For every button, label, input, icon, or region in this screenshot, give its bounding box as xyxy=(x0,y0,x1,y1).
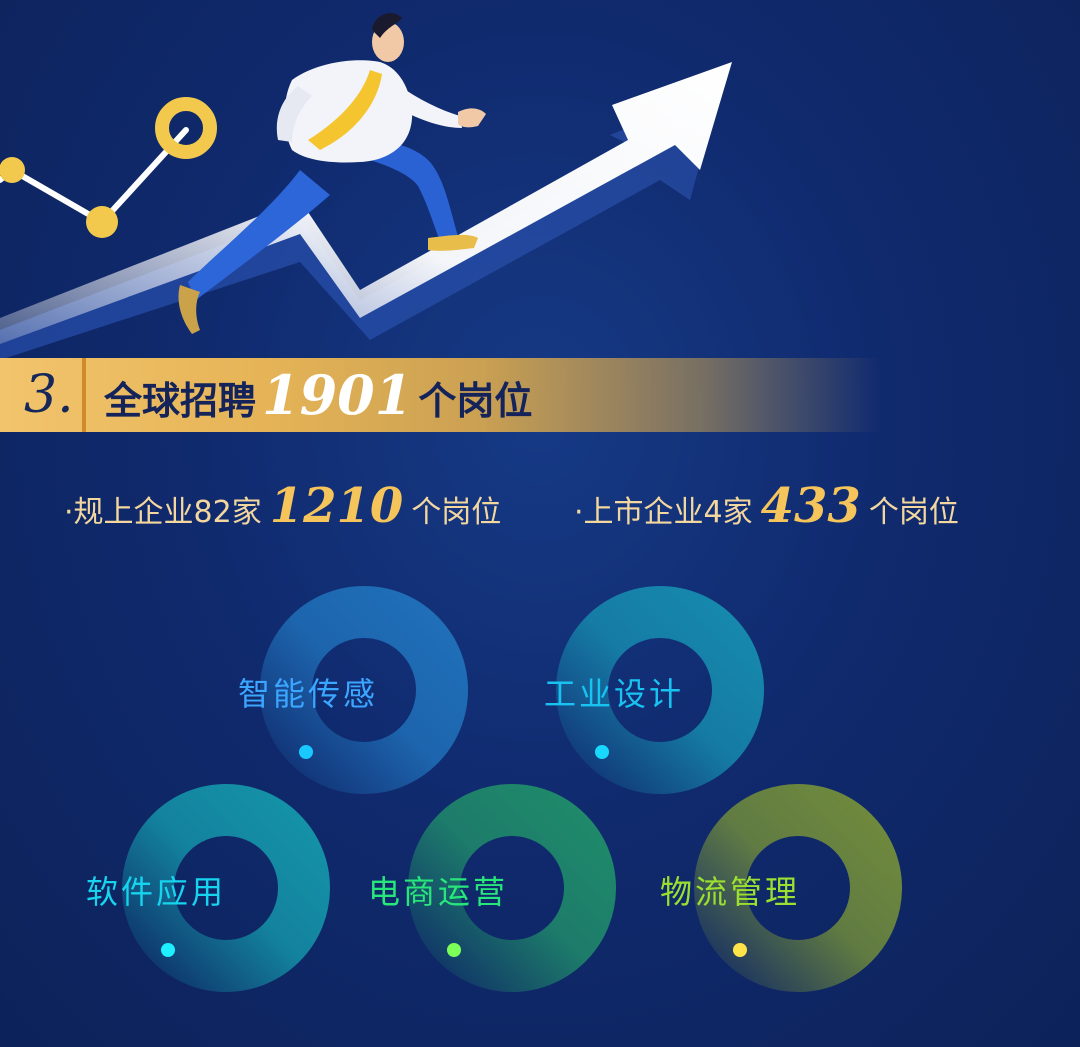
ring-dot-icon xyxy=(733,943,747,957)
line-graph-icon xyxy=(0,127,189,226)
ring-label-smart-sensing: 智能传感 xyxy=(238,675,379,713)
stat-prefix: ·规上企业82家 xyxy=(64,495,262,530)
stat-number: 433 xyxy=(760,478,861,534)
category-ring xyxy=(260,586,468,794)
category-ring xyxy=(122,784,330,992)
hero-illustration xyxy=(0,13,732,360)
graph-dot-icon xyxy=(86,206,118,238)
category-ring xyxy=(408,784,616,992)
ring-label-logistics-management: 物流管理 xyxy=(660,873,801,911)
category-rings xyxy=(122,586,902,992)
title-prefix: 全球招聘 xyxy=(104,379,257,423)
growth-arrow-icon xyxy=(0,62,732,344)
ring-dot-icon xyxy=(299,745,313,759)
ring-label-ecommerce-operation: 电商运营 xyxy=(368,873,509,911)
stat-suffix: 个岗位 xyxy=(868,495,959,530)
ring-label-software-application: 软件应用 xyxy=(86,873,227,911)
graph-ring-icon xyxy=(155,97,217,159)
section-number: 3. xyxy=(24,365,74,425)
graph-dot-icon xyxy=(0,157,25,183)
ring-dot-icon xyxy=(447,943,461,957)
stat-prefix: ·上市企业4家 xyxy=(574,495,753,530)
category-ring xyxy=(694,784,902,992)
ring-dot-icon xyxy=(161,943,175,957)
ring-label-industrial-design: 工业设计 xyxy=(544,675,685,713)
banner-divider xyxy=(82,358,86,432)
title-number: 1901 xyxy=(262,363,413,427)
title-suffix: 个岗位 xyxy=(418,379,533,423)
stat-number: 1210 xyxy=(269,478,404,534)
stat-suffix: 个岗位 xyxy=(411,495,502,530)
category-ring xyxy=(556,586,764,794)
running-man-icon xyxy=(178,13,486,334)
ring-dot-icon xyxy=(595,745,609,759)
